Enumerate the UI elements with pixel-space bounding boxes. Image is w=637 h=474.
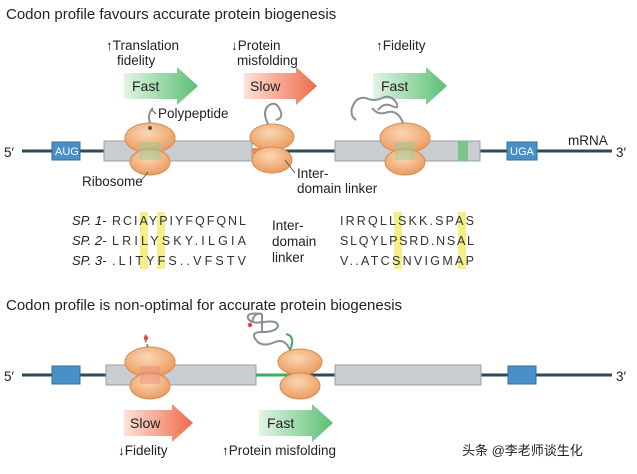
- five-prime-label-top: 5′: [4, 145, 15, 160]
- annotation-misfolding-bottom: ↑Protein misfolding: [222, 443, 336, 458]
- svg-text:Slow: Slow: [250, 78, 281, 94]
- left-seq-3: .LITYFS..VFSTV: [112, 254, 247, 268]
- species-name-1: SP. 1-: [72, 213, 107, 228]
- right-seq-1: IRRQLLSKK.SPAS: [340, 214, 474, 228]
- ribosome-2: [249, 102, 295, 174]
- watermark: 头条 @李老师谈生化: [462, 443, 583, 458]
- three-prime-label-top: 3′: [616, 145, 627, 160]
- svg-text:UGA: UGA: [510, 146, 535, 158]
- linker-leader: [284, 159, 296, 174]
- top-title: Codon profile favours accurate protein b…: [6, 6, 336, 23]
- right-seq-3: V..ATCSNVIGMAP: [340, 254, 474, 268]
- annotation-translation-fidelity-line2: fidelity: [117, 53, 156, 68]
- mrna-label: mRNA: [568, 133, 608, 148]
- annotation-fidelity-bottom: ↓Fidelity: [118, 443, 168, 458]
- svg-text:Fast: Fast: [381, 78, 408, 94]
- annotation-protein-misfolding-line2: misfolding: [237, 53, 298, 68]
- species-name-3: SP. 3-: [72, 253, 107, 268]
- annotation-protein-misfolding-line1: ↓Protein: [231, 38, 281, 53]
- alignment-linker-line3: linker: [272, 250, 305, 265]
- sequence-alignment: SP. 1- SP. 2- SP. 3- RCIAYPIYFQFQNL LRIL…: [72, 212, 474, 269]
- highlight-col-3: [394, 212, 402, 269]
- highlight-col-1: [140, 212, 148, 269]
- left-seq-1: RCIAYPIYFQFQNL: [112, 214, 246, 228]
- ribosome-bottom-2: [246, 312, 323, 400]
- fast-arrow-bottom: Fast: [259, 404, 333, 442]
- domain-box-1: [103, 140, 253, 162]
- ribosome-bottom-1: [124, 333, 176, 400]
- svg-text:Fast: Fast: [132, 78, 159, 94]
- bottom-title: Codon profile is non-optimal for accurat…: [6, 297, 402, 314]
- slow-arrow: Slow: [244, 67, 317, 105]
- fast-arrow-2: Fast: [373, 67, 447, 105]
- svg-text:Slow: Slow: [130, 415, 161, 431]
- highlight-col-2: [157, 212, 165, 269]
- left-seq-2: LRILYSKY.ILGIA: [112, 234, 247, 248]
- domain-box-bottom-2: [334, 364, 482, 386]
- optimal-codon-segment: [458, 141, 468, 161]
- alignment-linker-line2: domain: [272, 234, 316, 249]
- linker-label-line2: domain linker: [297, 181, 378, 196]
- ribosome-label: Ribosome: [82, 174, 143, 189]
- svg-text:AUG: AUG: [55, 146, 79, 158]
- svg-text:Fast: Fast: [267, 415, 294, 431]
- right-seq-2: SLQYLPSRD.NSAL: [340, 234, 474, 248]
- polypeptide-label: Polypeptide: [158, 106, 229, 121]
- ribosome-1: [124, 107, 176, 176]
- start-codon-box-bottom: [51, 365, 81, 385]
- slow-arrow-bottom: Slow: [124, 404, 193, 442]
- linker-label-line1: Inter-: [297, 166, 329, 181]
- ribosome-3: [350, 95, 431, 176]
- annotation-translation-fidelity-line1: ↑Translation: [106, 38, 179, 53]
- five-prime-label-bottom: 5′: [4, 369, 15, 384]
- highlight-col-4: [458, 212, 466, 269]
- polypeptide-leader: [151, 109, 157, 115]
- fast-arrow-1: Fast: [124, 67, 198, 105]
- three-prime-label-bottom: 3′: [616, 369, 627, 384]
- alignment-linker-line1: Inter-: [272, 218, 304, 233]
- stop-codon-box-bottom: [507, 365, 537, 385]
- start-codon-box: AUG: [51, 141, 81, 161]
- stop-codon-box: UGA: [506, 141, 538, 161]
- annotation-fidelity: ↑Fidelity: [376, 38, 426, 53]
- ribosome-leader: [139, 171, 149, 183]
- species-name-2: SP. 2-: [72, 233, 107, 248]
